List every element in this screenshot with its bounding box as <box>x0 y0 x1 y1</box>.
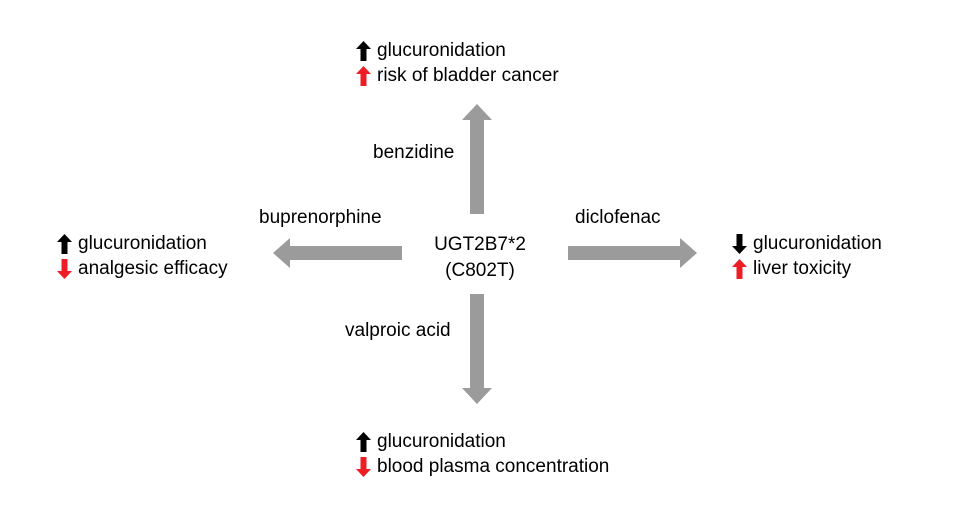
arrow-right <box>568 238 697 268</box>
effect-text: glucuronidation <box>377 40 506 61</box>
effect-row: glucuronidation <box>356 38 559 63</box>
effect-row: analgesic efficacy <box>57 256 228 281</box>
up-arrow-icon <box>356 40 371 61</box>
arrow-down <box>462 294 492 404</box>
effect-row: glucuronidation <box>732 231 882 256</box>
drug-label-top: benzidine <box>373 142 455 163</box>
down-arrow-shape <box>732 233 747 254</box>
drug-label-right: diclofenac <box>575 207 661 228</box>
effect-row: liver toxicity <box>732 256 882 281</box>
effect-text: glucuronidation <box>78 233 207 254</box>
down-arrow-shape <box>57 258 72 279</box>
gene-variant: UGT2B7*2 (C802T) <box>410 232 550 284</box>
effect-text: analgesic efficacy <box>78 258 228 279</box>
up-arrow-shape <box>57 233 72 254</box>
effects-left: glucuronidation analgesic efficacy <box>57 231 228 281</box>
up-arrow-shape <box>356 431 371 452</box>
up-arrow-shape <box>356 40 371 61</box>
effects-top: glucuronidation risk of bladder cancer <box>356 38 559 88</box>
drug-label-bottom: valproic acid <box>345 320 451 341</box>
effects-bottom: glucuronidation blood plasma concentrati… <box>356 429 609 479</box>
down-arrow-shape <box>356 456 371 477</box>
effect-row: blood plasma concentration <box>356 454 609 479</box>
effect-text: risk of bladder cancer <box>377 65 559 86</box>
up-arrow-icon <box>356 65 371 86</box>
effect-row: risk of bladder cancer <box>356 63 559 88</box>
up-arrow-shape <box>356 65 371 86</box>
variant-name: (C802T) <box>445 260 515 281</box>
up-arrow-icon <box>356 431 371 452</box>
effect-row: glucuronidation <box>57 231 228 256</box>
effect-text: glucuronidation <box>377 431 506 452</box>
up-arrow-shape <box>732 258 747 279</box>
arrow-left <box>273 238 402 268</box>
down-arrow-icon <box>356 456 371 477</box>
down-arrow-icon <box>57 258 72 279</box>
effect-text: glucuronidation <box>753 233 882 254</box>
effect-text: liver toxicity <box>753 258 852 279</box>
effect-text: blood plasma concentration <box>377 456 610 477</box>
effect-row: glucuronidation <box>356 429 609 454</box>
up-arrow-icon <box>732 258 747 279</box>
drug-label-left: buprenorphine <box>259 207 382 228</box>
effects-right: glucuronidation liver toxicity <box>732 231 882 281</box>
down-arrow-icon <box>732 233 747 254</box>
up-arrow-icon <box>57 233 72 254</box>
arrow-up <box>462 104 492 214</box>
gene-name: UGT2B7*2 <box>434 234 526 255</box>
